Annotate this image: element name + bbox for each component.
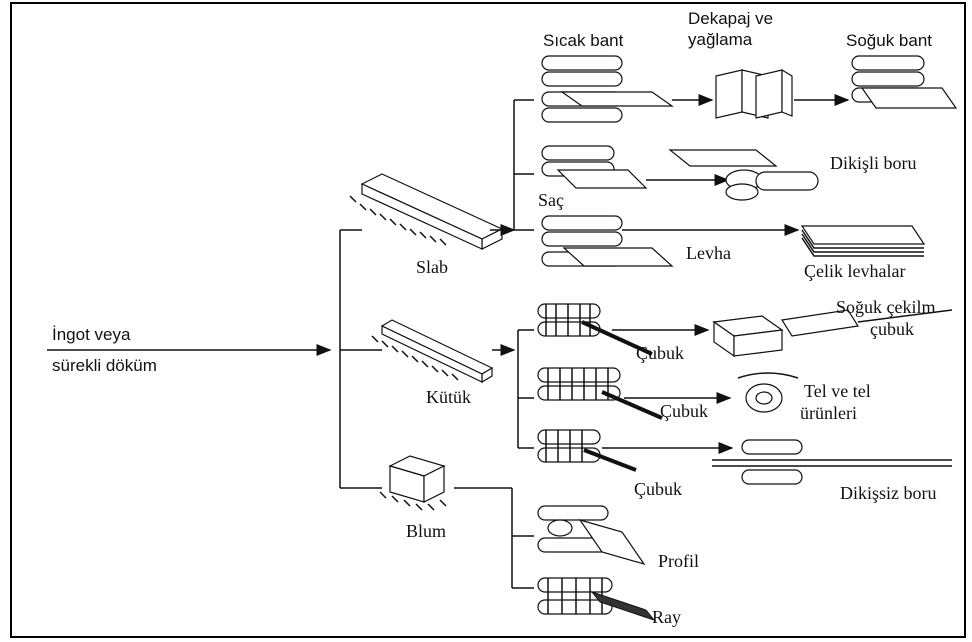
seamless-pipe-mill-icon	[712, 440, 952, 484]
bloom-label: Blum	[406, 522, 446, 540]
billet-icon	[372, 320, 492, 382]
slab-icon	[350, 174, 502, 249]
slab-label: Slab	[416, 258, 448, 276]
cold-strip-coil-icon	[852, 56, 956, 108]
bar-2-label: Çubuk	[660, 402, 708, 420]
bar-mill-2-icon	[538, 368, 662, 418]
bar-3-label: Çubuk	[634, 480, 682, 498]
welded-pipe-icon	[670, 150, 818, 200]
hot-strip-mill-icon	[542, 56, 672, 122]
wire-coil-icon	[738, 373, 798, 412]
pickling-label-line1: Dekapaj ve	[688, 10, 773, 27]
wire-label-line1: Tel ve tel	[804, 382, 871, 400]
steel-plates-stack-icon	[802, 226, 924, 256]
process-flow-diagram	[12, 4, 964, 636]
rail-mill-icon	[538, 578, 654, 620]
cold-strip-label: Soğuk bant	[846, 32, 932, 49]
sheet-label: Saç	[538, 191, 564, 209]
bar-mill-3-icon	[538, 430, 636, 470]
hot-strip-label: Sıcak bant	[543, 32, 623, 49]
pickling-label-line2: yağlama	[688, 31, 752, 48]
input-label-line2: sürekli döküm	[52, 357, 157, 374]
plate-mill-icon	[542, 216, 672, 266]
diagram-frame: İngot veya sürekli döküm Slab Kütük Blum…	[10, 2, 966, 638]
billet-label: Kütük	[426, 388, 471, 406]
bar-1-label: Çubuk	[636, 344, 684, 362]
seamless-pipe-label: Dikişsiz boru	[840, 484, 937, 502]
steel-plates-label: Çelik levhalar	[804, 262, 905, 280]
rail-label: Ray	[652, 608, 681, 626]
wire-label-line2: ürünleri	[800, 404, 857, 422]
input-label-line1: İngot veya	[52, 326, 130, 343]
bloom-icon	[380, 456, 446, 510]
cold-drawn-label-line1: Soğuk çekilm	[836, 298, 936, 316]
profile-label: Profil	[658, 552, 699, 570]
bar-mill-1-icon	[538, 304, 652, 354]
cold-drawn-label-line2: çubuk	[870, 320, 914, 338]
welded-pipe-label: Dikişli boru	[830, 154, 917, 172]
profile-mill-icon	[538, 506, 644, 564]
plate-label: Levha	[686, 244, 731, 262]
sheet-mill-icon	[542, 146, 646, 188]
pickling-unit-icon	[716, 70, 792, 118]
